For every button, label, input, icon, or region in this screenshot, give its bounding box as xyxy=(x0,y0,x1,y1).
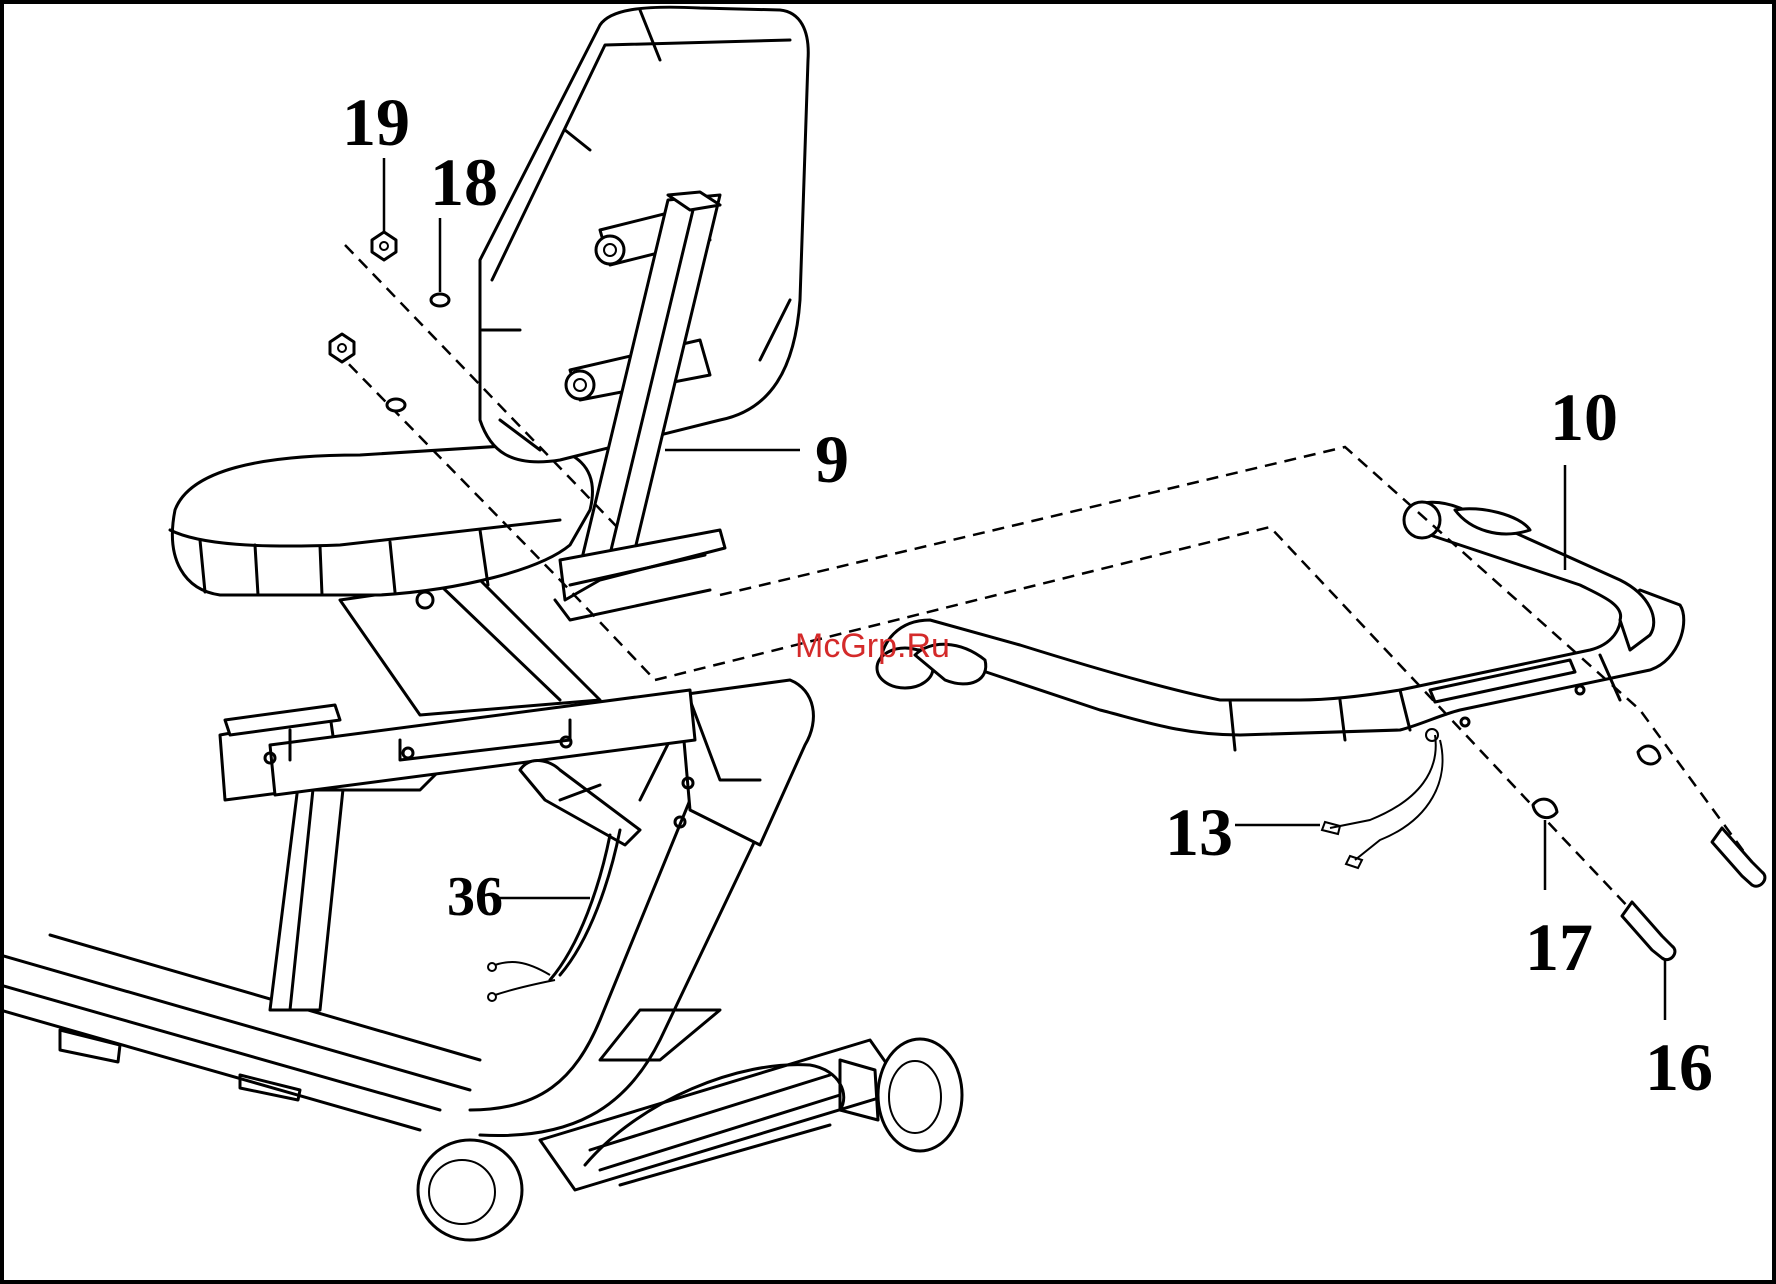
callout-13: 13 xyxy=(1165,794,1233,870)
base-frame xyxy=(0,935,480,1130)
handlebar-wire xyxy=(1322,729,1443,868)
callout-36: 36 xyxy=(447,866,503,928)
callout-16: 16 xyxy=(1645,1029,1713,1105)
seat-post xyxy=(270,770,440,1010)
seat-support xyxy=(340,580,600,715)
callout-18: 18 xyxy=(430,144,498,220)
callout-17: 17 xyxy=(1525,909,1593,985)
rear-stabilizer xyxy=(418,1039,962,1240)
callout-10: 10 xyxy=(1550,379,1618,455)
fasteners-left xyxy=(330,232,449,411)
callout-9: 9 xyxy=(815,421,849,497)
callout-19: 19 xyxy=(342,84,410,160)
watermark-text: McGrp.Ru xyxy=(795,627,950,665)
seat-cushion xyxy=(170,445,592,595)
sensor-wire xyxy=(488,761,640,1001)
